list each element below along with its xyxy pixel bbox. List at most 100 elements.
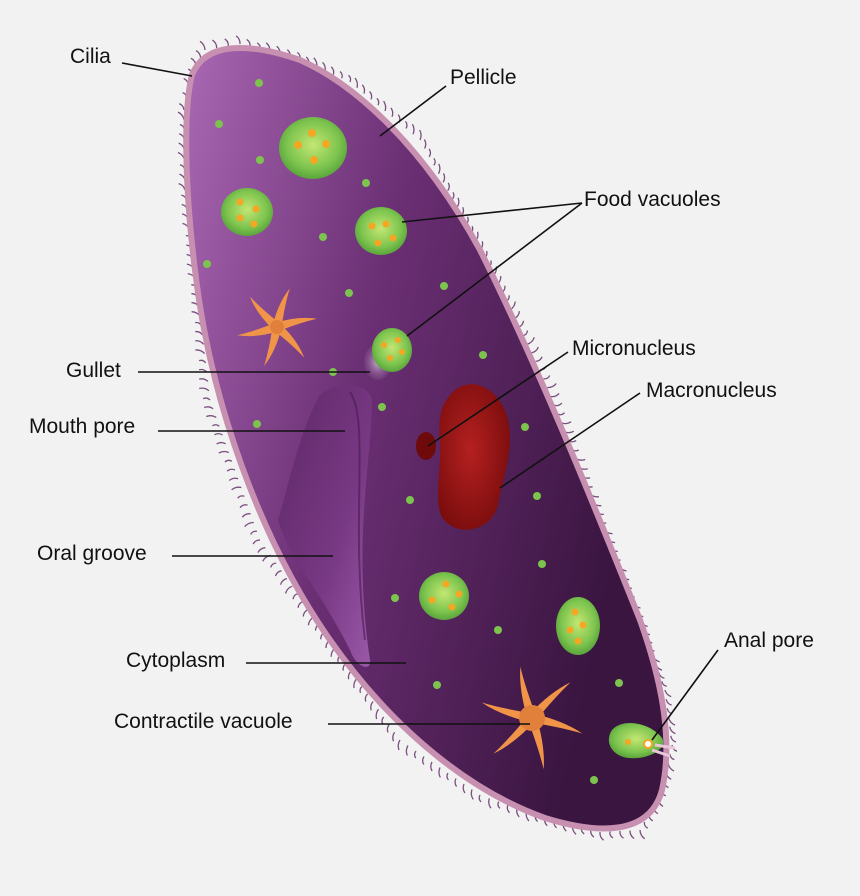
- contractile-canal: [237, 322, 279, 337]
- granule: [590, 776, 598, 784]
- granule: [378, 403, 386, 411]
- cilium: [202, 397, 211, 401]
- cilium: [228, 477, 239, 482]
- cilium: [390, 107, 394, 118]
- cilium: [178, 182, 186, 191]
- cilium: [470, 789, 474, 800]
- label-food-vacuoles: Food vacuoles: [584, 188, 721, 211]
- cilium: [381, 716, 385, 725]
- granule: [256, 156, 264, 164]
- granule: [406, 496, 414, 504]
- cilium: [226, 468, 236, 472]
- cilium: [560, 421, 572, 425]
- cilium: [270, 562, 277, 568]
- cilium: [330, 66, 335, 75]
- cilium: [375, 708, 380, 720]
- granule: [494, 626, 502, 634]
- cilium: [669, 726, 676, 735]
- cilium: [339, 71, 343, 79]
- contractile-vacuole-top: [237, 288, 317, 366]
- cilium: [531, 346, 539, 354]
- cilium: [348, 74, 352, 83]
- food-vacuole: [419, 572, 469, 620]
- cilium: [237, 495, 245, 499]
- cilium: [497, 801, 501, 809]
- cilium: [670, 735, 677, 743]
- cilium: [411, 123, 415, 135]
- label-gullet: Gullet: [66, 359, 121, 382]
- food-vacuole: [221, 188, 273, 236]
- cilium: [543, 375, 551, 380]
- label-anal-pore: Anal pore: [724, 629, 814, 652]
- cilium: [669, 753, 675, 761]
- cilium: [419, 129, 422, 141]
- cilium: [279, 577, 288, 585]
- contractile-canal: [275, 317, 317, 332]
- granule: [362, 179, 370, 187]
- granule: [440, 282, 448, 290]
- cilium: [438, 767, 441, 778]
- cilium: [386, 724, 390, 733]
- macronucleus-leader: [499, 392, 641, 489]
- cilium: [447, 182, 450, 192]
- cilium: [177, 111, 185, 121]
- food-vacuoles-leader-a: [401, 202, 583, 223]
- cilium: [359, 685, 363, 694]
- contractile-center: [270, 320, 284, 334]
- cilium: [547, 383, 557, 389]
- cilium: [664, 689, 672, 698]
- cilium: [423, 139, 427, 149]
- cilium: [667, 762, 675, 772]
- cilium: [404, 120, 408, 129]
- label-contractile-vacuole: Contractile vacuole: [114, 710, 293, 733]
- cilium: [619, 830, 624, 839]
- cilium: [241, 513, 251, 518]
- cilium: [354, 77, 359, 88]
- contractile-canal: [264, 326, 282, 366]
- granule: [391, 594, 399, 602]
- label-pellicle: Pellicle: [450, 66, 517, 89]
- label-macronucleus: Macronucleus: [646, 379, 777, 402]
- cilium: [195, 340, 205, 345]
- granule: [533, 492, 541, 500]
- cilium: [446, 772, 449, 781]
- cilium: [433, 158, 436, 166]
- cilium: [274, 570, 282, 577]
- cilium: [665, 699, 672, 706]
- label-cytoplasm: Cytoplasm: [126, 649, 226, 672]
- food-vacuole: [279, 117, 347, 179]
- cilium: [405, 745, 409, 756]
- cilium: [643, 821, 649, 829]
- cilium: [478, 794, 482, 803]
- cilium: [212, 424, 220, 427]
- cilium: [370, 701, 374, 711]
- granule: [253, 420, 261, 428]
- cilium: [178, 102, 185, 111]
- cilium: [550, 392, 560, 398]
- label-micronucleus: Micronucleus: [572, 337, 696, 360]
- cilium: [599, 831, 605, 841]
- granule: [479, 351, 487, 359]
- pellicle-leader: [379, 85, 447, 137]
- cilium: [535, 356, 543, 363]
- granule: [521, 423, 529, 431]
- cilium: [203, 406, 214, 410]
- cilium: [454, 778, 458, 787]
- cilium: [252, 539, 261, 545]
- cilium: [361, 84, 366, 94]
- cilium: [392, 731, 396, 742]
- cilia-leader: [121, 62, 193, 77]
- cilium: [199, 387, 210, 392]
- label-oral-groove: Oral groove: [37, 542, 147, 565]
- cilium: [195, 50, 202, 59]
- granule: [203, 260, 211, 268]
- cilium: [216, 441, 226, 445]
- food-vacuole: [355, 207, 407, 255]
- oral-groove-edge: [349, 391, 366, 641]
- cilium: [224, 459, 233, 463]
- cilium: [451, 191, 455, 200]
- granule: [215, 120, 223, 128]
- cilium: [214, 433, 223, 436]
- cilium: [353, 678, 358, 689]
- macronucleus-shape: [437, 384, 511, 530]
